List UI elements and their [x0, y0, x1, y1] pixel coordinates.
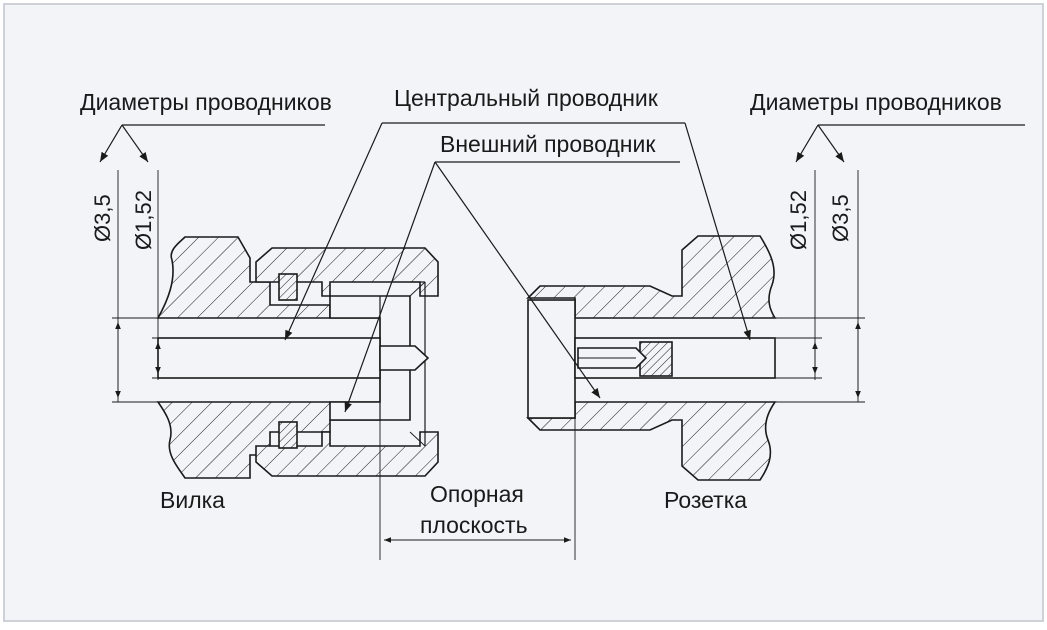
plug-outer-sleeve	[329, 295, 411, 421]
plug-center-conductor	[157, 337, 381, 379]
plug-body-lower	[156, 401, 381, 479]
socket-body-lower	[526, 401, 777, 481]
center-conductor-label: Центральный проводник	[394, 85, 659, 111]
right-dimensions: Ø1,52 Ø3,5	[775, 124, 1025, 403]
reference-plane-label-line2: плоскость	[420, 512, 528, 538]
socket-label: Розетка	[664, 487, 747, 513]
reference-plane-label-line1: Опорная	[430, 481, 524, 507]
plug-ring-upper	[278, 273, 298, 301]
left-dimensions: Ø3,5 Ø1,52	[90, 124, 325, 403]
right-inner-dim-label: Ø1,52	[786, 190, 811, 250]
left-outer-dim-label: Ø3,5	[90, 194, 115, 242]
leader-lines	[284, 122, 751, 560]
right-outer-dim-label: Ø3,5	[828, 194, 853, 242]
left-inner-dim-label: Ø1,52	[131, 190, 156, 250]
socket-body	[526, 235, 777, 319]
plug-body	[156, 236, 380, 319]
plug-connector	[156, 236, 439, 479]
outer-conductor-label: Внешний проводник	[440, 131, 656, 157]
socket-front-flange	[527, 299, 576, 419]
socket-connector	[526, 235, 777, 481]
plug-label: Вилка	[160, 487, 225, 513]
plug-coupling-nut-lower	[255, 431, 439, 477]
left-diameters-label: Диаметры проводников	[80, 89, 332, 115]
plug-center-pin	[379, 345, 430, 371]
plug-ring-lower	[278, 421, 298, 449]
right-diameters-label: Диаметры проводников	[750, 89, 1002, 115]
